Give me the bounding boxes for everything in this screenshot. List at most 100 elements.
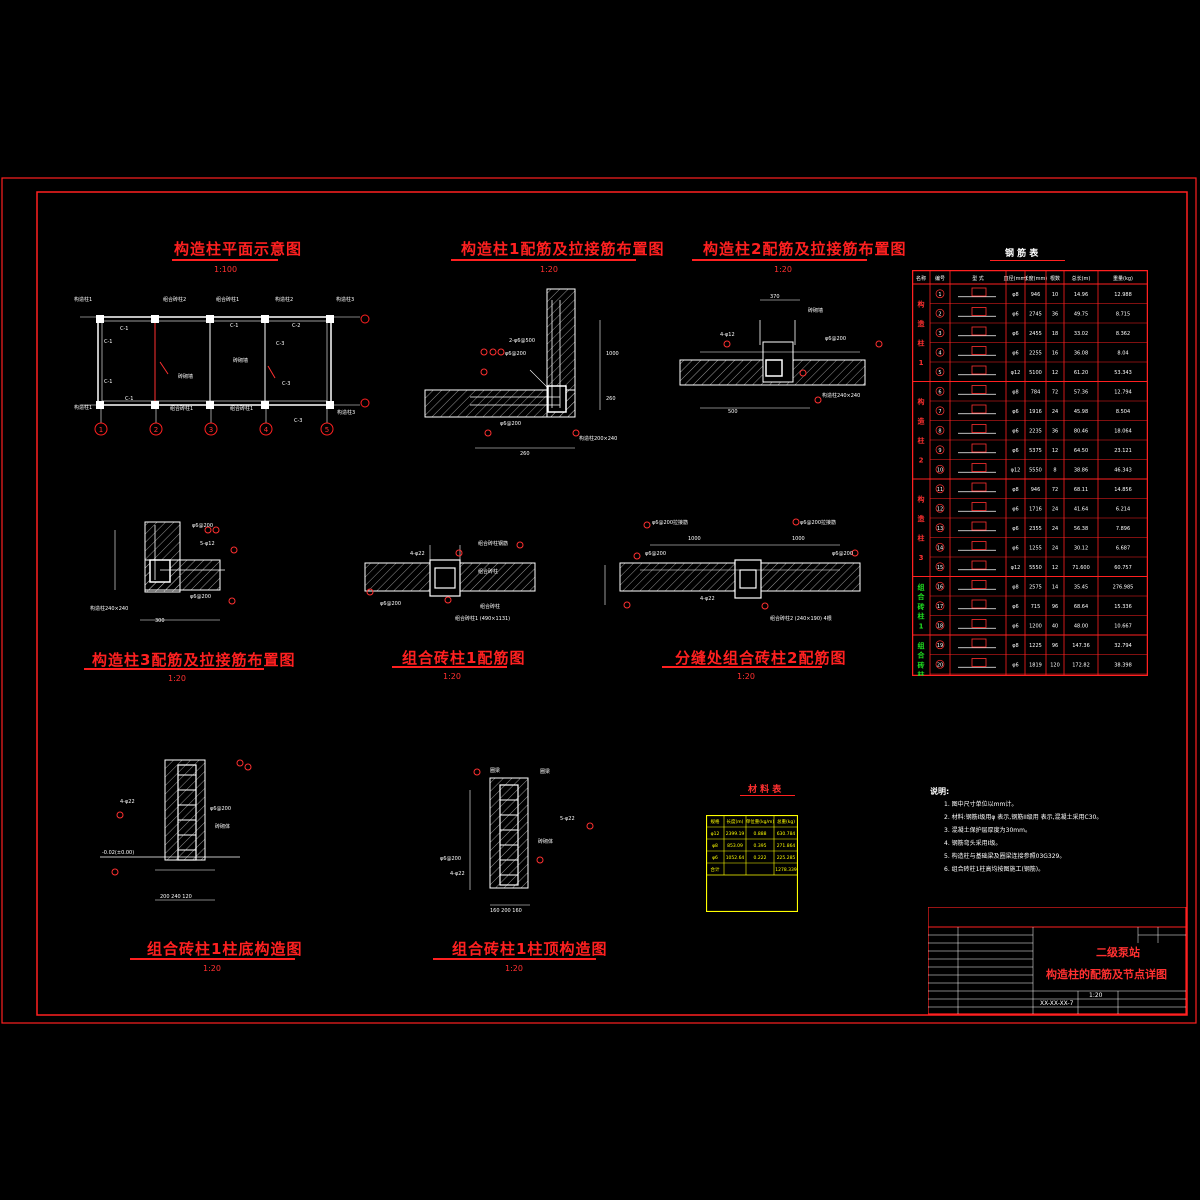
rebar-cell: 15.336 <box>1114 604 1132 610</box>
scale-comp2: 1:20 <box>737 672 755 681</box>
material-cell: 合计 <box>711 866 720 873</box>
drawing-number: XX-XX-XX-7 <box>1040 1000 1074 1007</box>
rebar-group-name: 砖 <box>918 602 925 611</box>
title-top: 组合砖柱1柱顶构造图 <box>452 940 608 958</box>
rebar-cell: 2455 <box>1029 331 1042 337</box>
rebar-cell: 1716 <box>1029 506 1042 512</box>
title-comp1: 组合砖柱1配筋图 <box>402 649 526 667</box>
scale-base: 1:20 <box>203 964 221 973</box>
rebar-number-bubble <box>935 347 945 357</box>
rebar-header-cell: 长度(mm) <box>1024 275 1048 282</box>
rebar-cell: 10 <box>1052 292 1058 298</box>
rebar-cell: 49.75 <box>1074 311 1088 317</box>
rebar-group-name: 造 <box>918 417 926 426</box>
svg-text:370: 370 <box>770 294 780 300</box>
svg-text:C-2: C-2 <box>292 323 300 329</box>
rebar-cell: 45.98 <box>1074 409 1088 415</box>
rebar-number-bubble <box>935 503 945 513</box>
svg-text:4-φ22: 4-φ22 <box>410 551 425 557</box>
svg-text:组合砖柱1: 组合砖柱1 <box>230 405 253 412</box>
rebar-shape-sketch <box>971 560 987 570</box>
rebar-cell: φ6 <box>1012 409 1018 415</box>
inner-frame <box>36 191 1188 1016</box>
rebar-header-cell: 编号 <box>935 275 945 282</box>
rebar-cell: 1916 <box>1029 409 1042 415</box>
svg-text:圈梁: 圈梁 <box>490 767 500 774</box>
rebar-shape-sketch <box>971 365 987 375</box>
svg-text:φ6@200: φ6@200 <box>505 351 526 357</box>
rebar-shape-sketch <box>971 502 987 511</box>
rebar-cell: 946 <box>1031 487 1041 493</box>
rebar-cell: 4 <box>938 350 941 356</box>
rebar-cell: φ8 <box>1012 584 1018 590</box>
rebar-group-name: 柱 <box>918 670 925 676</box>
svg-text:构造柱3: 构造柱3 <box>336 296 354 303</box>
title-underline <box>990 260 1065 261</box>
rebar-cell: 14 <box>1052 584 1058 590</box>
svg-text:构造柱1: 构造柱1 <box>74 404 92 411</box>
svg-text:组合砖柱1: 组合砖柱1 <box>170 405 193 412</box>
rebar-group-name: 柱 <box>918 436 925 445</box>
rebar-cell: 68.11 <box>1074 487 1088 493</box>
rebar-cell: φ8 <box>1012 643 1018 649</box>
rebar-cell: 5550 <box>1029 467 1042 473</box>
rebar-shape-sketch <box>971 385 987 394</box>
rebar-cell: 56.38 <box>1074 526 1088 532</box>
comp1-detail <box>364 545 536 597</box>
material-cell: 0.888 <box>754 831 767 837</box>
material-cell: 0.395 <box>754 843 767 849</box>
svg-text:圈梁: 圈梁 <box>540 768 550 775</box>
top-callouts <box>473 768 594 864</box>
svg-text:φ6@200: φ6@200 <box>380 601 401 607</box>
svg-text:砖砌体: 砖砌体 <box>215 823 230 830</box>
rebar-cell: 7.896 <box>1116 526 1130 532</box>
col1-detail <box>424 288 601 449</box>
col1-callouts <box>480 348 580 437</box>
rebar-cell: 5100 <box>1029 370 1042 376</box>
note-item: 5. 构造柱与基础梁及圈梁连接参照03G329。 <box>944 853 1066 860</box>
rebar-shape-sketch <box>971 307 987 316</box>
title-comp2: 分缝处组合砖柱2配筋图 <box>675 649 847 667</box>
rebar-cell: 12.988 <box>1114 292 1132 298</box>
rebar-cell: 68.64 <box>1074 604 1088 610</box>
svg-text:φ6@200: φ6@200 <box>500 421 521 427</box>
title-underline <box>172 259 278 261</box>
rebar-cell: 36 <box>1052 311 1058 317</box>
title-underline <box>433 958 596 960</box>
note-item: 3. 混凝土保护层厚度为30mm。 <box>944 827 1031 834</box>
rebar-cell: 13 <box>937 526 943 532</box>
rebar-cell: φ6 <box>1012 448 1018 454</box>
rebar-cell: 8 <box>938 428 941 434</box>
svg-text:300: 300 <box>155 618 165 624</box>
rebar-shape-sketch <box>971 521 987 531</box>
svg-text:构造柱1: 构造柱1 <box>74 296 92 303</box>
rebar-number-bubble <box>935 308 945 318</box>
svg-text:1000: 1000 <box>688 536 701 542</box>
title-underline <box>392 666 507 668</box>
svg-text:砖砌墙: 砖砌墙 <box>808 307 823 314</box>
rebar-cell: 64.50 <box>1074 448 1088 454</box>
title-underline <box>740 795 795 796</box>
rebar-cell: 18.064 <box>1114 428 1132 434</box>
rebar-cell: 5375 <box>1029 448 1042 454</box>
title-underline <box>84 668 264 670</box>
svg-text:φ6@200: φ6@200 <box>832 551 853 557</box>
svg-text:φ6@200拉接筋: φ6@200拉接筋 <box>652 519 688 526</box>
rebar-cell: 53.343 <box>1114 370 1132 376</box>
material-border <box>706 815 798 912</box>
rebar-group-name: 合 <box>917 592 926 601</box>
rebar-number-bubble <box>935 523 945 533</box>
rebar-cell: 16 <box>937 584 943 590</box>
rebar-cell: 276.985 <box>1113 584 1134 590</box>
rebar-group-name: 造 <box>918 514 926 523</box>
rebar-cell: 2355 <box>1029 526 1042 532</box>
title-col3: 构造柱3配筋及拉接筋布置图 <box>92 651 296 669</box>
base-callouts <box>111 759 252 876</box>
svg-text:260: 260 <box>520 451 530 457</box>
base-detail <box>100 759 240 901</box>
svg-text:1000: 1000 <box>606 351 619 357</box>
rebar-number-bubble <box>935 386 945 396</box>
